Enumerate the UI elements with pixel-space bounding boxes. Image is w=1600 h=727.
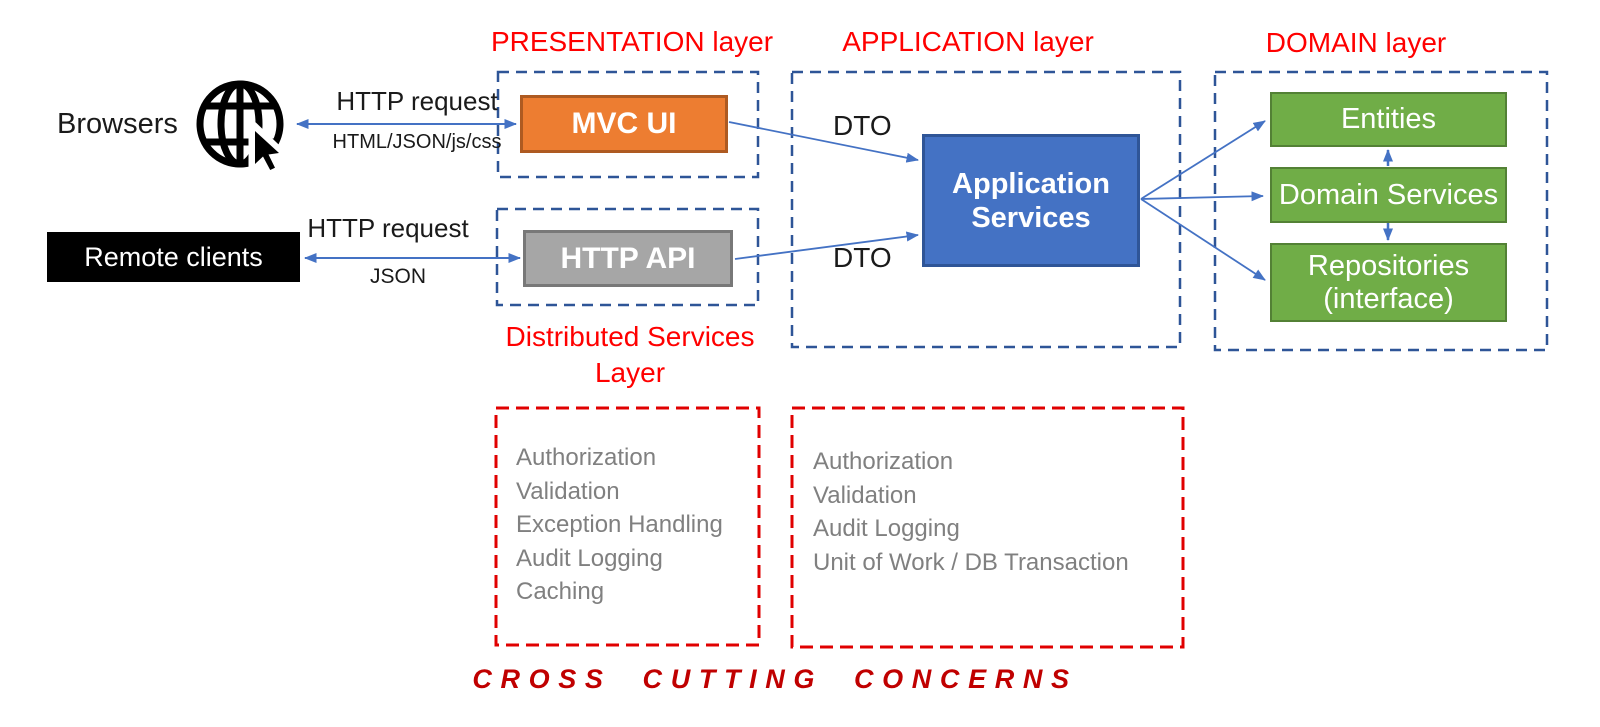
concern-item: Validation — [813, 481, 917, 509]
concern-item: Audit Logging — [813, 515, 960, 542]
arrow-appservices-domainservices — [1140, 191, 1264, 202]
repositories-sub-label: (interface) — [1323, 282, 1454, 315]
presentation-layer-label: PRESENTATION layer — [490, 26, 774, 57]
concern-item: Unit of Work / DB Transaction — [813, 548, 1129, 576]
presentation-concerns-list: Authorization Validation Exception Handl… — [516, 441, 723, 609]
concern-item: Authorization — [813, 448, 954, 475]
repositories-label: Repositories — [1307, 249, 1470, 282]
concern-item: Authorization — [516, 444, 657, 471]
remote-payload-label: JSON — [369, 265, 427, 288]
distributed-services-layer-line1: Distributed Services — [505, 321, 755, 352]
mvc-ui-box: MVC UI — [520, 95, 728, 153]
http-api-label: HTTP API — [560, 241, 696, 275]
domain-layer-label: DOMAIN layer — [1265, 27, 1447, 58]
application-services-box: Application Services — [922, 134, 1140, 267]
concern-item: Audit Logging — [516, 544, 663, 572]
mvc-ui-label: MVC UI — [571, 107, 677, 140]
browsers-label: Browsers — [57, 108, 178, 140]
concern-item: Exception Handling — [516, 511, 723, 538]
browser-globe-icon — [196, 80, 289, 178]
http-api-box: HTTP API — [523, 230, 733, 287]
arrow-appservices-entities — [1140, 120, 1266, 200]
concern-item: Validation — [516, 477, 620, 505]
dto-bottom-label: DTO — [833, 242, 892, 273]
entities-box: Entities — [1270, 92, 1507, 147]
remote-clients-label: Remote clients — [84, 241, 263, 272]
concern-item: Caching — [516, 578, 605, 605]
remote-request-label: HTTP request — [307, 213, 469, 243]
remote-clients-box: Remote clients — [47, 232, 300, 282]
domain-services-label: Domain Services — [1278, 178, 1499, 211]
browser-request-label: HTTP request — [336, 86, 498, 116]
distributed-services-layer-label: Distributed Services Layer — [506, 319, 755, 391]
application-concerns-list: Authorization Validation Audit Logging U… — [813, 445, 1129, 579]
repositories-box: Repositories (interface) — [1270, 243, 1507, 322]
cross-cutting-concerns-title: CROSS CUTTING CONCERNS — [472, 664, 1078, 694]
distributed-services-layer-line2: Layer — [594, 357, 666, 388]
browser-payload-label: HTML/JSON/js/css — [332, 131, 502, 153]
application-services-label: Application Services — [952, 167, 1110, 234]
arrow-appservices-repositories — [1140, 198, 1266, 281]
domain-services-box: Domain Services — [1270, 167, 1507, 223]
application-layer-label: APPLICATION layer — [842, 26, 1094, 57]
entities-label: Entities — [1340, 103, 1437, 135]
dto-top-label: DTO — [833, 110, 892, 141]
cursor-icon — [248, 121, 289, 178]
